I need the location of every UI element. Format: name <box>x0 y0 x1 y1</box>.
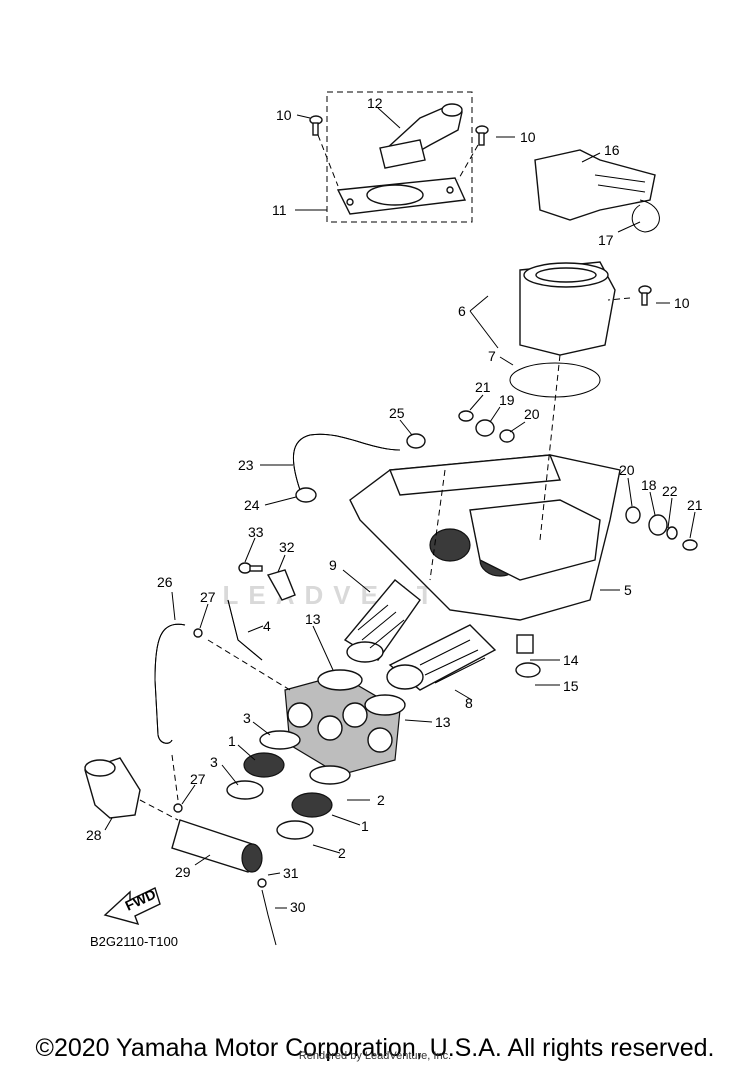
part-27-clip-a[interactable] <box>193 628 203 638</box>
callout-21-b: 21 <box>687 497 703 513</box>
part-2-clamp-a[interactable] <box>309 765 351 785</box>
callout-6: 6 <box>458 303 466 319</box>
callout-5: 5 <box>624 582 632 598</box>
callout-17: 17 <box>598 232 614 248</box>
part-24-clamp[interactable] <box>295 487 317 503</box>
part-11-plate[interactable] <box>336 177 467 215</box>
part-23-hose[interactable] <box>292 433 401 491</box>
callout-21-a: 21 <box>475 379 491 395</box>
part-1-joint-b[interactable] <box>291 792 333 818</box>
callout-25: 25 <box>389 405 405 421</box>
callout-29: 29 <box>175 864 191 880</box>
parts-diagram: FWD 10 12 10 11 16 17 6 7 10 21 19 20 <box>84 91 703 946</box>
callout-20-a: 20 <box>524 406 540 422</box>
part-10-screw-right[interactable] <box>475 125 489 146</box>
callout-2-b: 2 <box>338 845 346 861</box>
callout-19: 19 <box>499 392 515 408</box>
callout-8: 8 <box>465 695 473 711</box>
callout-26: 26 <box>157 574 173 590</box>
part-33-bolt[interactable] <box>238 562 263 574</box>
callout-16: 16 <box>604 142 620 158</box>
part-10-screw-left[interactable] <box>309 115 323 136</box>
part-31-clip[interactable] <box>257 878 267 888</box>
part-13-clamp-b[interactable] <box>364 694 406 716</box>
callout-31: 31 <box>283 865 299 881</box>
callout-33: 33 <box>248 524 264 540</box>
callout-24: 24 <box>244 497 260 513</box>
part-26-hose[interactable] <box>154 623 186 744</box>
part-28-cover[interactable] <box>84 757 141 819</box>
part-6-duct[interactable] <box>519 261 616 356</box>
callout-10-a: 10 <box>276 107 292 123</box>
parts-19-20-21-grommets[interactable] <box>458 410 698 551</box>
part-16-cover[interactable] <box>534 149 656 221</box>
callout-10-b: 10 <box>520 129 536 145</box>
callout-1-b: 1 <box>361 818 369 834</box>
callout-9: 9 <box>329 557 337 573</box>
part-7-gasket[interactable] <box>509 362 601 398</box>
diagram-code: B2G2110-T100 <box>90 934 178 949</box>
callout-30: 30 <box>290 899 306 915</box>
part-29-canister[interactable] <box>171 819 263 873</box>
part-2-clamp-b[interactable] <box>276 820 314 840</box>
part-32-bracket[interactable] <box>266 569 296 601</box>
part-13-clamp-a[interactable] <box>317 669 363 691</box>
callout-14: 14 <box>563 652 579 668</box>
callout-13-b: 13 <box>435 714 451 730</box>
parts-14-15-drain[interactable] <box>515 634 541 678</box>
part-3-clamp-a[interactable] <box>259 730 301 750</box>
callout-23: 23 <box>238 457 254 473</box>
part-5-airbox[interactable] <box>349 454 621 621</box>
callout-18: 18 <box>641 477 657 493</box>
callout-3-b: 3 <box>210 754 218 770</box>
rendered-by-notice: Rendered by LeadVenture, Inc. <box>298 1050 452 1062</box>
part-1-joint-a[interactable] <box>243 752 285 778</box>
callout-15: 15 <box>563 678 579 694</box>
callout-12: 12 <box>367 95 383 111</box>
callout-10-c: 10 <box>674 295 690 311</box>
part-25-clamp[interactable] <box>406 433 426 449</box>
part-17-clip[interactable] <box>631 199 660 233</box>
part-3-clamp-b[interactable] <box>226 780 264 800</box>
callout-11: 11 <box>272 202 287 218</box>
copyright-notice: ©2020 Yamaha Motor Corporation, U.S.A. A… <box>35 1034 715 1062</box>
fwd-arrow-icon: FWD <box>103 886 161 926</box>
callout-1-a: 1 <box>228 733 236 749</box>
part-30-hose[interactable] <box>261 889 277 946</box>
callout-27-a: 27 <box>200 589 216 605</box>
callout-27-b: 27 <box>190 771 206 787</box>
part-9-joint[interactable] <box>343 579 421 663</box>
callout-20-b: 20 <box>619 462 635 478</box>
callout-7: 7 <box>488 348 496 364</box>
part-27-clip-b[interactable] <box>173 803 183 813</box>
callout-2-a: 2 <box>377 792 385 808</box>
callout-4: 4 <box>263 618 271 634</box>
callout-28: 28 <box>86 827 102 843</box>
part-12-duct[interactable] <box>379 103 463 169</box>
part-10-screw-mid[interactable] <box>638 285 652 306</box>
callout-3-a: 3 <box>243 710 251 726</box>
callout-22: 22 <box>662 483 678 499</box>
callout-32: 32 <box>279 539 295 555</box>
part-8-joint[interactable] <box>386 624 497 691</box>
callout-13-a: 13 <box>305 611 321 627</box>
part-4-hose[interactable] <box>227 599 263 661</box>
